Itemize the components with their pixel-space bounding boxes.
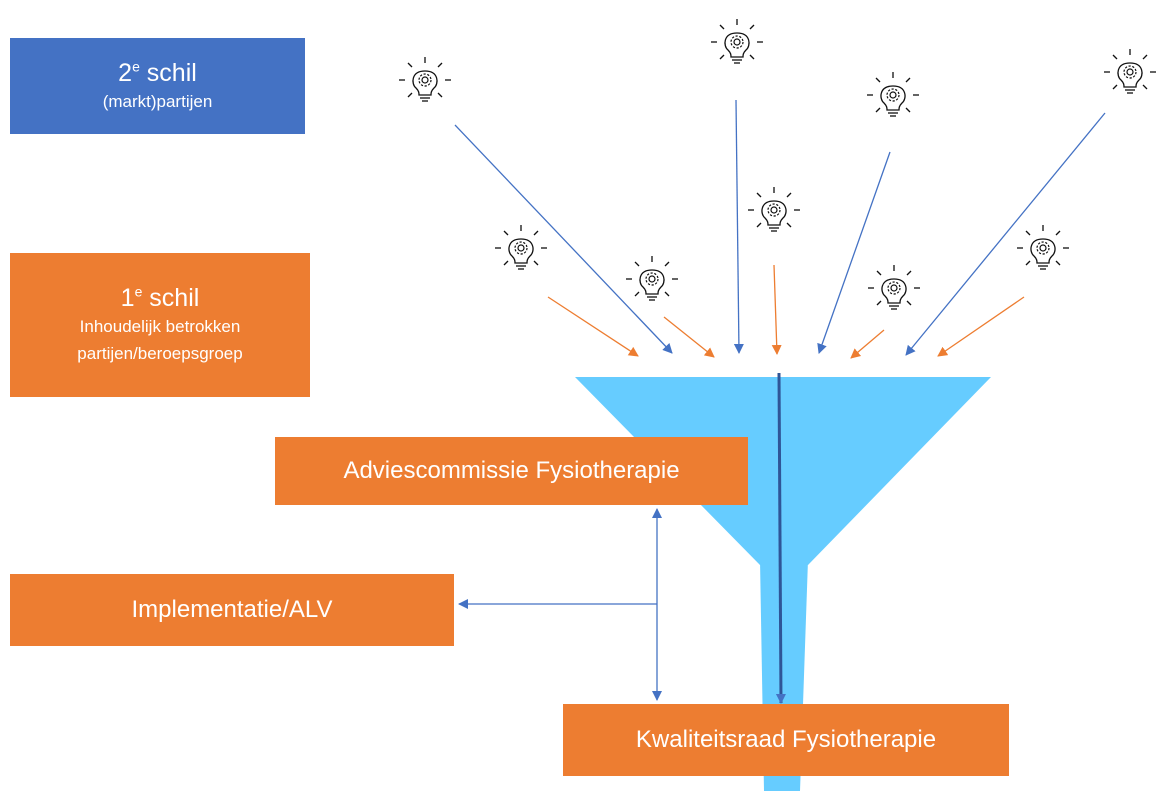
arrow-blue-2 — [733, 99, 744, 354]
shell1-box: 1e schil Inhoudelijk betrokken partijen/… — [10, 253, 310, 397]
lightbulb-gear-icon — [747, 186, 801, 232]
arrow-blue-4 — [905, 112, 1106, 356]
lightbulb-gear-icon — [494, 224, 548, 270]
lightbulb-gear-icon — [398, 56, 452, 102]
shell2-word: schil — [139, 58, 197, 87]
implementatie-box: Implementatie/ALV — [10, 574, 454, 646]
shell2-number: 2 — [118, 58, 133, 87]
lightbulb-gear-icon — [710, 18, 764, 64]
shell1-number: 1 — [120, 284, 135, 312]
lightbulb-gear-icon — [1016, 224, 1070, 270]
implementatie-label: Implementatie/ALV — [131, 596, 333, 623]
lightbulb-gear-icon — [625, 255, 679, 301]
shell2-title: 2e schil — [118, 58, 197, 88]
shell2-box: 2e schil (markt)partijen — [10, 38, 305, 134]
shell1-sup: e — [134, 283, 143, 300]
adviescommissie-box: Adviescommissie Fysiotherapie — [275, 437, 748, 505]
lightbulb-gear-icon — [1103, 48, 1157, 94]
arrow-blue-1 — [454, 124, 673, 354]
shell1-word: schil — [142, 284, 200, 312]
lightbulb-gear-icon — [867, 264, 921, 310]
funnel-center-arrow — [775, 372, 786, 704]
shell1-title: 1e schil — [121, 283, 200, 313]
shell2-subtitle: (markt)partijen — [102, 91, 213, 111]
arrow-orange-2 — [663, 316, 715, 358]
shell2-sup: e — [132, 58, 140, 75]
shell1-line2: Inhoudelijk betrokken — [79, 317, 241, 336]
arrow-orange-3 — [771, 264, 782, 355]
funnel-cone — [575, 377, 991, 565]
lightbulb-gear-icon — [866, 71, 920, 117]
adviescommissie-label: Adviescommissie Fysiotherapie — [343, 457, 680, 484]
shell1-line3: partijen/beroepsgroep — [77, 344, 243, 363]
kwaliteitsraad-label: Kwaliteitsraad Fysiotherapie — [635, 726, 937, 753]
arrow-blue-3 — [817, 151, 891, 354]
arrow-orange-5 — [937, 296, 1025, 357]
arrow-orange-4 — [850, 329, 885, 359]
arrow-orange-1 — [547, 296, 639, 357]
kwaliteitsraad-box: Kwaliteitsraad Fysiotherapie — [563, 704, 1009, 776]
